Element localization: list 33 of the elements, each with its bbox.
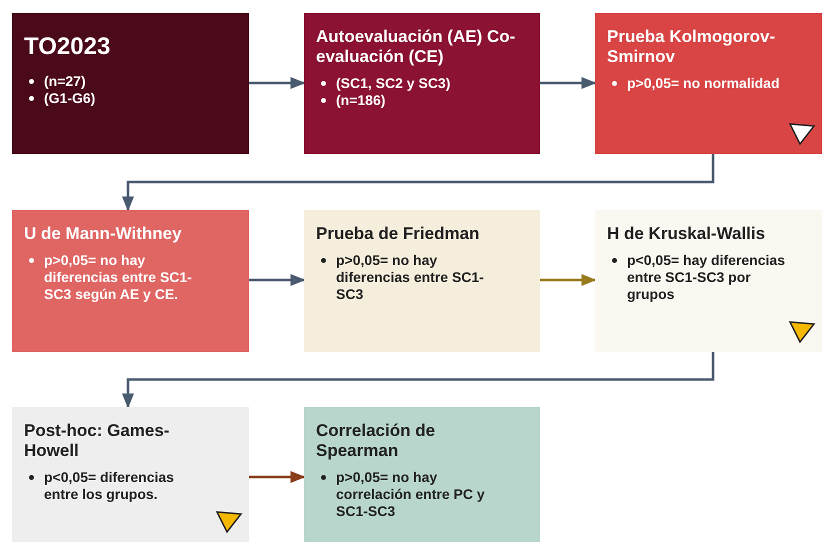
- box-heading: Post-hoc: Games-Howell: [24, 421, 170, 461]
- bullet-text: p>0,05= no hay correlación entre PC y SC1-SC3: [336, 469, 496, 520]
- arrow: [540, 274, 596, 286]
- process-box: [304, 210, 540, 352]
- process-box: [12, 407, 249, 542]
- box-heading: Prueba de Friedman: [316, 224, 480, 244]
- bullet-text: (n=27): [44, 73, 204, 90]
- arrow: [249, 77, 306, 89]
- box-heading: H de Kruskal-Wallis: [607, 224, 766, 244]
- arrow: [249, 274, 306, 286]
- box-heading: U de Mann-Withney: [24, 224, 183, 244]
- arrow: [540, 77, 596, 89]
- bullet-text: p<0,05= hay diferencias entre SC1-SC3 por grupos: [627, 252, 787, 303]
- bullet-text: p>0,05= no hay diferencias entre SC1-SC3 según AE y CE.: [44, 252, 204, 303]
- box-heading: Correlación de Spearman: [316, 421, 436, 461]
- bullet-text: p>0,05= no normalidad: [627, 75, 787, 92]
- arrow: [122, 154, 714, 212]
- process-box: [304, 13, 540, 154]
- arrow: [249, 471, 306, 483]
- bullet-text: (SC1, SC2 y SC3): [336, 75, 496, 92]
- bullet-text: (G1-G6): [44, 90, 204, 107]
- arrow: [122, 352, 714, 408]
- process-box: [12, 210, 249, 352]
- bullet-text: p>0,05= no hay diferencias entre SC1-SC3: [336, 252, 496, 303]
- box-heading: Autoevaluación (AE) Co-evaluación (CE): [316, 27, 516, 67]
- box-heading: Prueba Kolmogorov-Smirnov: [607, 27, 776, 67]
- process-box: [304, 407, 540, 542]
- process-box: [12, 13, 249, 154]
- process-box: [595, 210, 822, 352]
- box-heading: TO2023: [24, 33, 112, 61]
- process-box: [595, 13, 822, 154]
- bullet-text: (n=186): [336, 92, 496, 109]
- bullet-text: p<0,05= diferencias entre los grupos.: [44, 469, 204, 503]
